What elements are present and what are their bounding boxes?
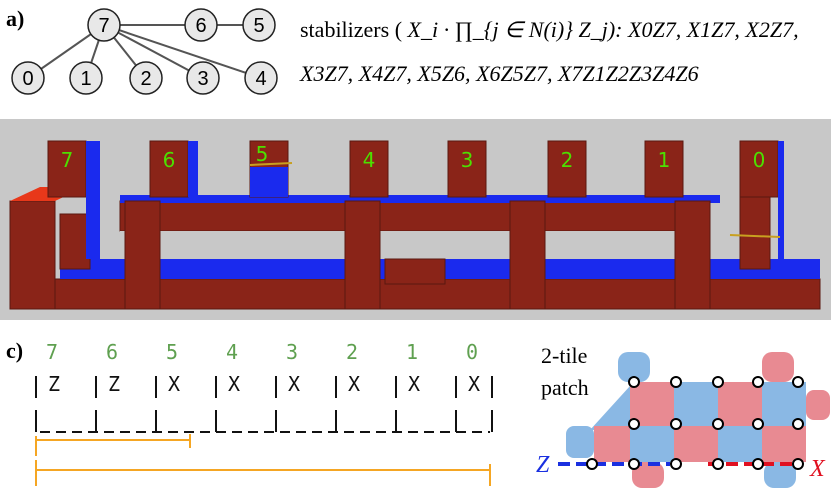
stab-x1z7: X1Z7, xyxy=(686,17,740,42)
z-boundary-label: Z xyxy=(536,452,550,478)
patch-diagram: Z X xyxy=(536,352,830,488)
node-label-7: 7 xyxy=(98,15,109,37)
node-6 xyxy=(184,8,218,42)
tile-label-3: 3 xyxy=(461,148,474,172)
col-6: 6 xyxy=(106,340,119,364)
node-2 xyxy=(129,61,163,95)
tile-label-1: 1 xyxy=(658,148,671,172)
col-1: 1 xyxy=(406,340,419,364)
col-3: 3 xyxy=(286,340,299,364)
op-7: Z xyxy=(48,372,61,396)
stab-x5z6: X5Z6, xyxy=(417,61,471,86)
stabilizer-list: stabilizers ( X_i · ∏_{j ∈ N(i)} Z_j): X… xyxy=(300,8,830,96)
op-6: Z xyxy=(108,372,121,396)
node-3 xyxy=(186,61,220,95)
patch-caption-line1: 2-tile xyxy=(541,343,588,368)
stab-x6z5z7: X6Z5Z7, xyxy=(476,61,553,86)
tile-label-0: 0 xyxy=(753,148,766,172)
node-label-2: 2 xyxy=(140,68,151,90)
col-4: 4 xyxy=(226,340,239,364)
node-1 xyxy=(69,61,103,95)
node-0 xyxy=(11,61,45,95)
op-3: X xyxy=(288,372,301,396)
stab-x4z7: X4Z7, xyxy=(358,61,412,86)
col-2: 2 xyxy=(346,340,359,364)
node-5 xyxy=(242,8,276,42)
node-label-4: 4 xyxy=(255,68,266,90)
x-boundary-label: X xyxy=(809,456,826,482)
patch-caption-line2: patch xyxy=(541,375,589,400)
patch-caption: 2-tile patch xyxy=(541,340,589,404)
stabilizer-intro: stabilizers ( xyxy=(300,17,403,42)
col-5: 5 xyxy=(166,340,179,364)
op-5: X xyxy=(168,372,181,396)
stabilizer-line-2: X3Z7, X4Z7, X5Z6, X6Z5Z7, X7Z1Z2Z3Z4Z6 xyxy=(300,52,830,96)
node-label-5: 5 xyxy=(253,15,264,37)
graph-diagram: 7 6 5 0 1 2 3 4 xyxy=(11,8,278,95)
tile-label-4: 4 xyxy=(363,148,376,172)
op-4: X xyxy=(228,372,241,396)
tile-label-6: 6 xyxy=(163,148,176,172)
tile-label-5: 5 xyxy=(256,142,269,166)
node-4 xyxy=(244,61,278,95)
column-lines xyxy=(35,376,493,486)
block-render: 7 6 5 4 3 2 1 0 xyxy=(0,119,831,320)
op-0: X xyxy=(468,372,481,396)
block-render-svg: 7 6 5 4 3 2 1 0 xyxy=(9,140,821,310)
node-label-3: 3 xyxy=(197,68,208,90)
stab-x7-all: X7Z1Z2Z3Z4Z6 xyxy=(557,61,699,86)
stab-x0z7: X0Z7, xyxy=(628,17,682,42)
col-7: 7 xyxy=(46,340,59,364)
tile-label-7: 7 xyxy=(61,148,74,172)
stab-x3z7: X3Z7, xyxy=(300,61,354,86)
stabilizer-line-1: stabilizers ( X_i · ∏_{j ∈ N(i)} Z_j): X… xyxy=(300,8,830,52)
op-1: X xyxy=(408,372,421,396)
col-0: 0 xyxy=(466,340,479,364)
node-label-1: 1 xyxy=(80,68,91,90)
panel-label-c: c) xyxy=(6,338,24,363)
tile-label-2: 2 xyxy=(561,148,574,172)
op-2: X xyxy=(348,372,361,396)
node-label-0: 0 xyxy=(22,68,33,90)
node-7 xyxy=(87,8,121,42)
node-label-6: 6 xyxy=(195,15,206,37)
panel-label-a: a) xyxy=(6,6,25,31)
stab-x2z7: X2Z7, xyxy=(745,17,799,42)
stabilizer-formula: X_i · ∏_{j ∈ N(i)} Z_j): xyxy=(407,17,623,42)
